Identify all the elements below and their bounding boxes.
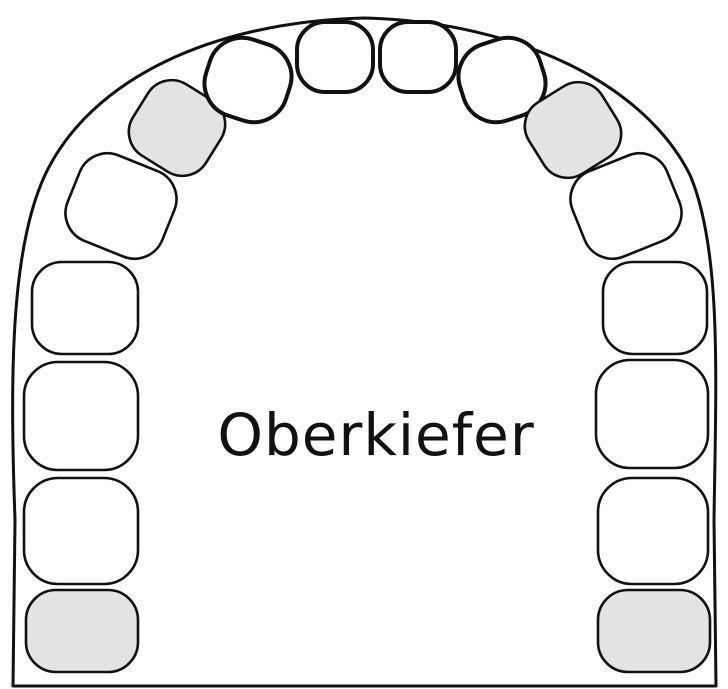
tooth-right-2 — [596, 476, 710, 586]
tooth-right-5 — [569, 151, 683, 261]
tooth-front-1 — [202, 35, 294, 125]
tooth-right-3 — [594, 358, 710, 470]
tooth-front-2 — [295, 20, 375, 94]
tooth-left-2 — [22, 476, 140, 586]
jaw-outline — [11, 16, 718, 688]
jaw-title: Oberkiefer — [217, 401, 534, 469]
tooth-left-3 — [22, 360, 140, 472]
tooth-right-4 — [601, 260, 709, 356]
tooth-left-6 — [127, 78, 227, 178]
tooth-front-4 — [456, 35, 548, 125]
tooth-right-6 — [523, 80, 623, 180]
tooth-right-1 — [596, 588, 712, 674]
tooth-left-1 — [24, 588, 140, 674]
tooth-front-3 — [378, 20, 458, 94]
tooth-left-4 — [30, 260, 140, 356]
tooth-left-5 — [64, 151, 178, 261]
